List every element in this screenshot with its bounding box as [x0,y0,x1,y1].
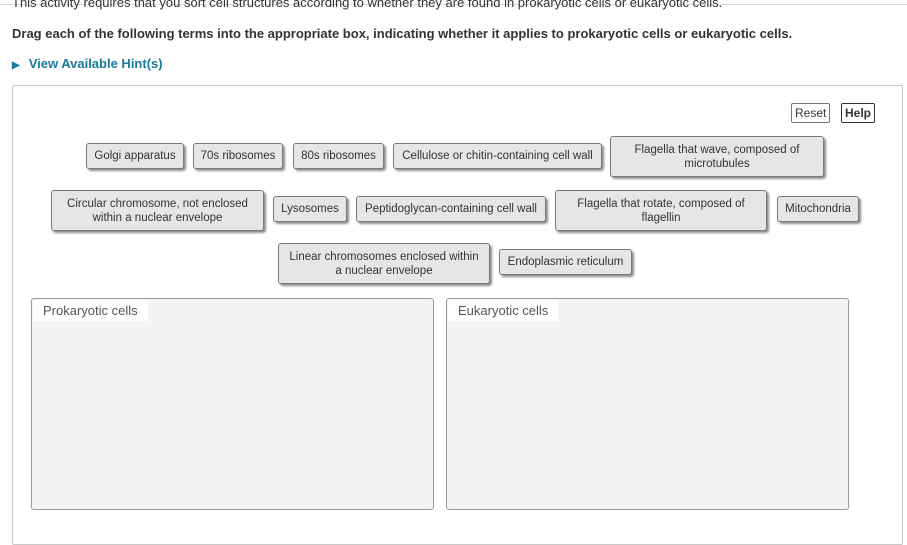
term-cellulose-cell-wall[interactable]: Cellulose or chitin-containing cell wall [393,143,602,169]
term-80s-ribosomes[interactable]: 80s ribosomes [293,143,384,169]
view-hints-link[interactable]: ▶ View Available Hint(s) [12,56,163,71]
prokaryotic-zone-label: Prokaryotic cells [33,300,148,321]
expand-triangle-icon: ▶ [12,60,20,71]
reset-button[interactable]: Reset [791,103,831,123]
term-lysosomes[interactable]: Lysosomes [273,196,347,222]
activity-intro: This activity requires that you sort cel… [12,0,723,10]
term-golgi-apparatus[interactable]: Golgi apparatus [86,143,184,169]
term-flagella-wave[interactable]: Flagella that wave, composed of microtub… [610,136,824,177]
view-hints-label: View Available Hint(s) [28,56,163,71]
term-circular-chromosome[interactable]: Circular chromosome, not enclosed within… [51,190,264,231]
instruction-text: Drag each of the following terms into th… [12,26,793,41]
top-divider [0,4,907,5]
term-70s-ribosomes[interactable]: 70s ribosomes [193,143,283,169]
term-endoplasmic-reticulum[interactable]: Endoplasmic reticulum [499,249,632,275]
help-button[interactable]: Help [841,103,876,123]
term-peptidoglycan-cell-wall[interactable]: Peptidoglycan-containing cell wall [356,196,546,222]
term-linear-chromosomes[interactable]: Linear chromosomes enclosed within a nuc… [278,243,490,284]
eukaryotic-zone-label: Eukaryotic cells [448,300,559,321]
eukaryotic-drop-zone[interactable]: Eukaryotic cells [446,298,849,510]
prokaryotic-drop-zone[interactable]: Prokaryotic cells [31,298,434,510]
term-mitochondria[interactable]: Mitochondria [777,196,859,222]
term-flagella-rotate[interactable]: Flagella that rotate, composed of flagel… [555,190,767,231]
